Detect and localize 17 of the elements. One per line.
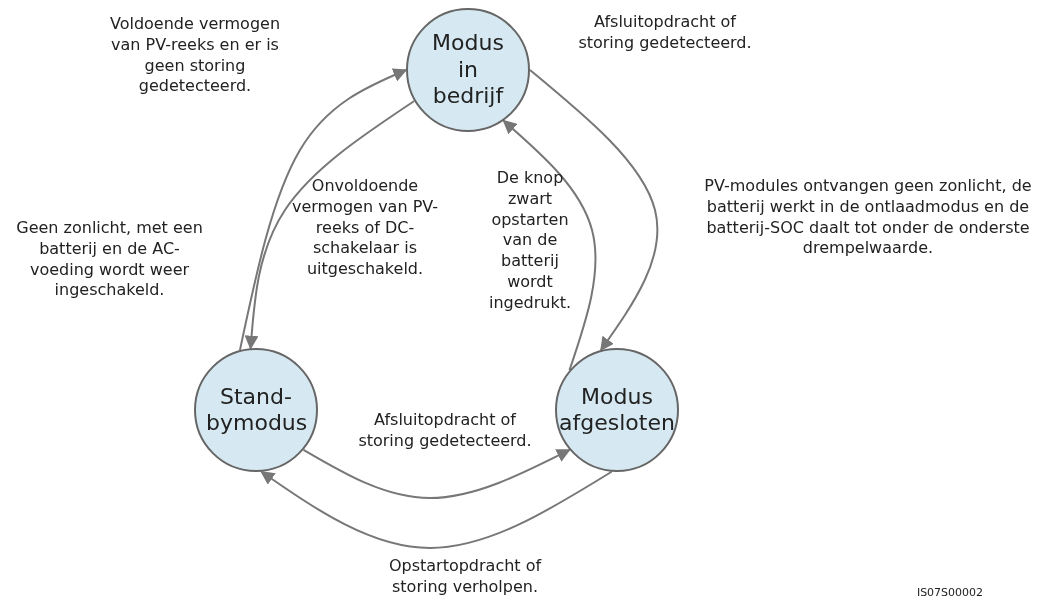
state-name: Stand-bymodus — [206, 383, 306, 437]
edge-label: Afsluitopdracht of storing gedetecteerd. — [577, 12, 753, 54]
edge-label: De knop zwart opstarten van de batterij wordt ingedrukt. — [487, 168, 573, 314]
condition-note: Geen zonlicht, met een batterij en de AC-voeding wordt weer ingeschakeld. — [15, 218, 204, 302]
condition-note: PV-modules ontvangen geen zonlicht, de batterij werkt in de ontlaadmodus en de batterij-SOC daalt tot onder de onderste drempelwaarde. — [703, 176, 1033, 260]
figure-code: IS07S00002 — [915, 586, 985, 601]
edge-label: Onvoldoende vermogen van PV-reeks of DC-schakelaar is uitgeschakeld. — [290, 176, 440, 280]
arrow — [529, 69, 659, 352]
arrow — [302, 448, 571, 499]
state-name: Modus in bedrijf — [431, 30, 505, 110]
state-name: Modus afgesloten — [558, 383, 676, 437]
arrow — [244, 100, 416, 350]
edge-label: Opstartopdracht of storing verholpen. — [387, 556, 543, 598]
edge-label: Voldoende vermogen van PV-reeks en er is geen storing gedetecteerd. — [108, 14, 282, 98]
edge-label: Afsluitopdracht of storing gedetecteerd. — [357, 410, 533, 452]
arrow — [238, 68, 408, 352]
arrow — [260, 470, 613, 549]
